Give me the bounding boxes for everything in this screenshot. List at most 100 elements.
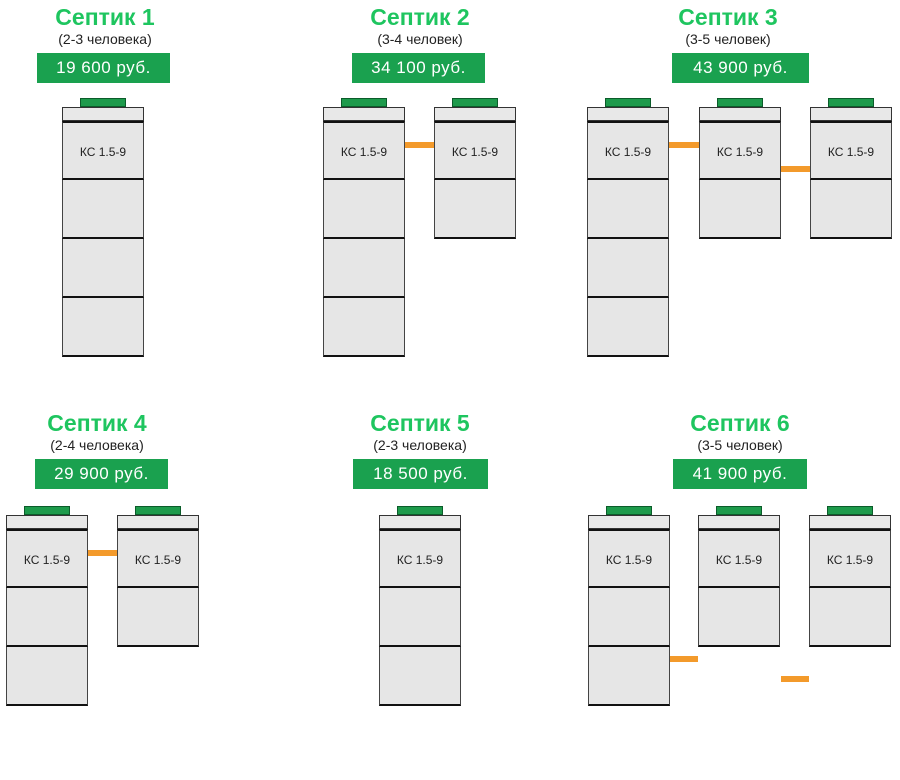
hatch-lid bbox=[605, 98, 651, 107]
tank-1: КС 1.5-9 bbox=[62, 98, 144, 357]
overflow-pipe bbox=[781, 166, 810, 172]
tank-cover-slab bbox=[699, 107, 781, 121]
option-capacity: (3-5 человек) bbox=[685, 31, 771, 47]
concrete-ring: КС 1.5-9 bbox=[434, 121, 516, 180]
septic-option-4: Септик 4(2-4 человека) 29 900 руб. КС 1.5-… bbox=[0, 406, 199, 776]
tank-cover-slab bbox=[588, 515, 670, 529]
tank-cover-slab bbox=[62, 107, 144, 121]
price-badge: 29 900 руб. bbox=[35, 459, 168, 489]
concrete-ring: КС 1.5-9 bbox=[379, 529, 461, 588]
concrete-ring bbox=[587, 298, 669, 357]
price-badge: 43 900 руб. bbox=[672, 53, 809, 83]
ring-model-label: КС 1.5-9 bbox=[716, 145, 764, 159]
septic-option-6: Септик 6(3-5 человек) 41 900 руб. КС 1.5-9… bbox=[588, 406, 900, 776]
ring-model-label: КС 1.5-9 bbox=[396, 553, 444, 567]
concrete-ring bbox=[323, 298, 405, 357]
price-badge: 41 900 руб. bbox=[673, 459, 807, 489]
tank-1: КС 1.5-9 bbox=[588, 506, 670, 706]
concrete-ring: КС 1.5-9 bbox=[588, 529, 670, 588]
tank-1: КС 1.5-9 bbox=[323, 98, 405, 357]
ring-model-label: КС 1.5-9 bbox=[134, 553, 182, 567]
concrete-ring bbox=[810, 180, 892, 239]
price-badge: 18 500 руб. bbox=[353, 459, 488, 489]
tank-1: КС 1.5-9 bbox=[6, 506, 88, 706]
tank-cover-slab bbox=[698, 515, 780, 529]
concrete-ring bbox=[62, 180, 144, 239]
option-capacity: (2-3 человека) bbox=[58, 31, 152, 47]
concrete-ring: КС 1.5-9 bbox=[699, 121, 781, 180]
concrete-ring bbox=[588, 647, 670, 706]
concrete-ring: КС 1.5-9 bbox=[698, 529, 780, 588]
overflow-pipe bbox=[88, 550, 117, 556]
concrete-ring: КС 1.5-9 bbox=[117, 529, 199, 588]
hatch-lid bbox=[397, 506, 443, 515]
concrete-ring bbox=[6, 588, 88, 647]
hatch-lid bbox=[135, 506, 181, 515]
option-title: Септик 5 bbox=[370, 410, 470, 436]
hatch-lid bbox=[827, 506, 873, 515]
tank-2: КС 1.5-9 bbox=[117, 506, 199, 647]
overflow-pipe bbox=[781, 676, 809, 682]
tank-1: КС 1.5-9 bbox=[587, 98, 669, 357]
concrete-ring bbox=[699, 180, 781, 239]
ring-model-label: КС 1.5-9 bbox=[79, 145, 127, 159]
concrete-ring bbox=[62, 239, 144, 298]
tank-cover-slab bbox=[117, 515, 199, 529]
septic-option-3: Септик 3(3-5 человек)43 900 руб.КС 1.5-9… bbox=[587, 0, 900, 370]
concrete-ring bbox=[698, 588, 780, 647]
hatch-lid bbox=[828, 98, 874, 107]
tank-3: КС 1.5-9 bbox=[809, 506, 891, 647]
tank-2: КС 1.5-9 bbox=[698, 506, 780, 647]
option-capacity: (3-5 человек) bbox=[697, 437, 783, 453]
ring-model-label: КС 1.5-9 bbox=[605, 553, 653, 567]
concrete-ring bbox=[587, 180, 669, 239]
concrete-ring bbox=[62, 298, 144, 357]
concrete-ring: КС 1.5-9 bbox=[6, 529, 88, 588]
price-badge: 34 100 руб. bbox=[352, 53, 485, 83]
concrete-ring bbox=[6, 647, 88, 706]
hatch-lid bbox=[606, 506, 652, 515]
ring-model-label: КС 1.5-9 bbox=[23, 553, 71, 567]
concrete-ring: КС 1.5-9 bbox=[809, 529, 891, 588]
concrete-ring bbox=[379, 588, 461, 647]
option-title: Септик 2 bbox=[370, 4, 470, 30]
tank-3: КС 1.5-9 bbox=[810, 98, 892, 239]
ring-model-label: КС 1.5-9 bbox=[451, 145, 499, 159]
option-title: Септик 1 bbox=[55, 4, 155, 30]
hatch-lid bbox=[80, 98, 126, 107]
option-title: Септик 3 bbox=[678, 4, 778, 30]
option-capacity: (2-3 человека) bbox=[373, 437, 467, 453]
concrete-ring bbox=[587, 239, 669, 298]
tank-1: КС 1.5-9 bbox=[379, 506, 461, 706]
option-capacity: (3-4 человек) bbox=[377, 31, 463, 47]
option-title: Септик 4 bbox=[47, 410, 147, 436]
tank-cover-slab bbox=[587, 107, 669, 121]
overflow-pipe bbox=[670, 656, 698, 662]
ring-model-label: КС 1.5-9 bbox=[715, 553, 763, 567]
concrete-ring bbox=[588, 588, 670, 647]
option-capacity: (2-4 человека) bbox=[50, 437, 144, 453]
ring-model-label: КС 1.5-9 bbox=[827, 145, 875, 159]
concrete-ring bbox=[117, 588, 199, 647]
ring-model-label: КС 1.5-9 bbox=[340, 145, 388, 159]
hatch-lid bbox=[452, 98, 498, 107]
ring-model-label: КС 1.5-9 bbox=[826, 553, 874, 567]
tank-cover-slab bbox=[323, 107, 405, 121]
septic-option-1: Септик 1(2-3 человека) 19 600 руб. КС 1.5-… bbox=[0, 0, 300, 370]
price-badge: 19 600 руб. bbox=[37, 53, 170, 83]
concrete-ring bbox=[434, 180, 516, 239]
tank-cover-slab bbox=[6, 515, 88, 529]
overflow-pipe bbox=[405, 142, 434, 148]
hatch-lid bbox=[24, 506, 70, 515]
tank-2: КС 1.5-9 bbox=[699, 98, 781, 239]
hatch-lid bbox=[717, 98, 763, 107]
septic-option-5: Септик 5(2-3 человека) 18 500 руб. КС 1.5-… bbox=[300, 406, 600, 776]
overflow-pipe bbox=[669, 142, 699, 148]
concrete-ring bbox=[379, 647, 461, 706]
concrete-ring bbox=[809, 588, 891, 647]
tank-2: КС 1.5-9 bbox=[434, 98, 516, 239]
tank-cover-slab bbox=[379, 515, 461, 529]
concrete-ring: КС 1.5-9 bbox=[810, 121, 892, 180]
option-title: Септик 6 bbox=[690, 410, 790, 436]
hatch-lid bbox=[341, 98, 387, 107]
